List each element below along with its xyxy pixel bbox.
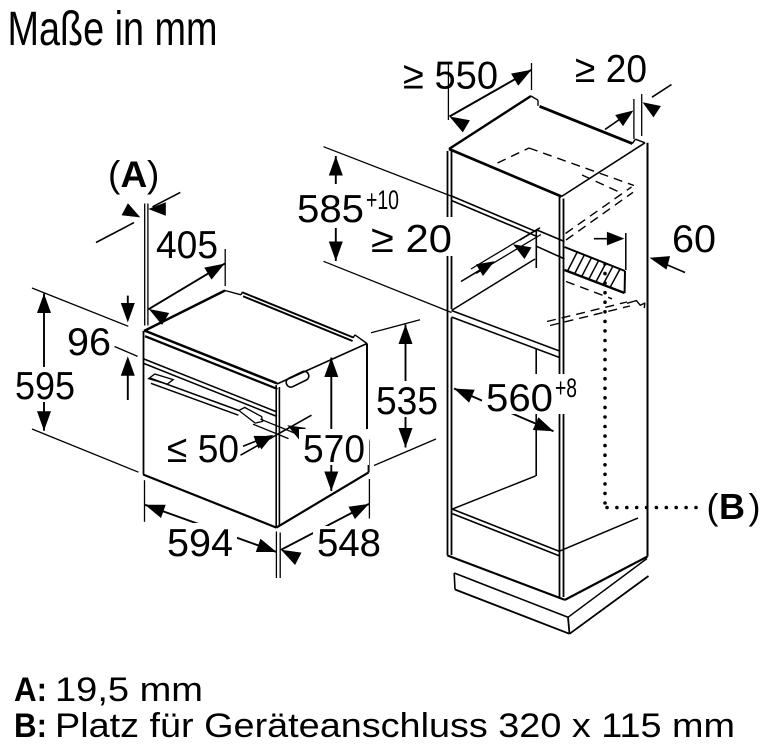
svg-text:A: A xyxy=(121,154,148,195)
svg-text:19,5 mm: 19,5 mm xyxy=(55,671,203,709)
svg-text:535: 535 xyxy=(376,380,438,423)
svg-text:B: B xyxy=(719,486,745,527)
svg-text:+10: +10 xyxy=(366,185,399,215)
svg-text:405: 405 xyxy=(156,224,218,267)
svg-text:): ) xyxy=(147,154,159,195)
svg-text:60: 60 xyxy=(672,218,716,261)
svg-text:Platz für Geräteanschluss 320: Platz für Geräteanschluss 320 x 115 mm xyxy=(55,707,735,745)
svg-text:≥ 20: ≥ 20 xyxy=(371,218,452,261)
svg-text:595: 595 xyxy=(15,365,75,408)
svg-text:96: 96 xyxy=(67,321,111,364)
svg-text:594: 594 xyxy=(167,522,233,565)
svg-text:(: ( xyxy=(108,154,121,195)
svg-text:B:: B: xyxy=(14,707,47,745)
svg-text:+8: +8 xyxy=(555,373,577,403)
svg-text:560: 560 xyxy=(486,377,553,420)
svg-text:≥ 20: ≥ 20 xyxy=(575,48,647,91)
svg-text:≥ 550: ≥ 550 xyxy=(403,55,498,98)
svg-text:585: 585 xyxy=(297,188,364,231)
svg-text:≤ 50: ≤ 50 xyxy=(167,428,239,471)
svg-text:570: 570 xyxy=(303,428,365,471)
svg-text:548: 548 xyxy=(317,522,381,565)
svg-text:Maße in mm: Maße in mm xyxy=(8,3,218,56)
svg-text:(: ( xyxy=(707,486,719,527)
svg-text:A:: A: xyxy=(14,671,47,709)
svg-text:): ) xyxy=(749,486,761,527)
